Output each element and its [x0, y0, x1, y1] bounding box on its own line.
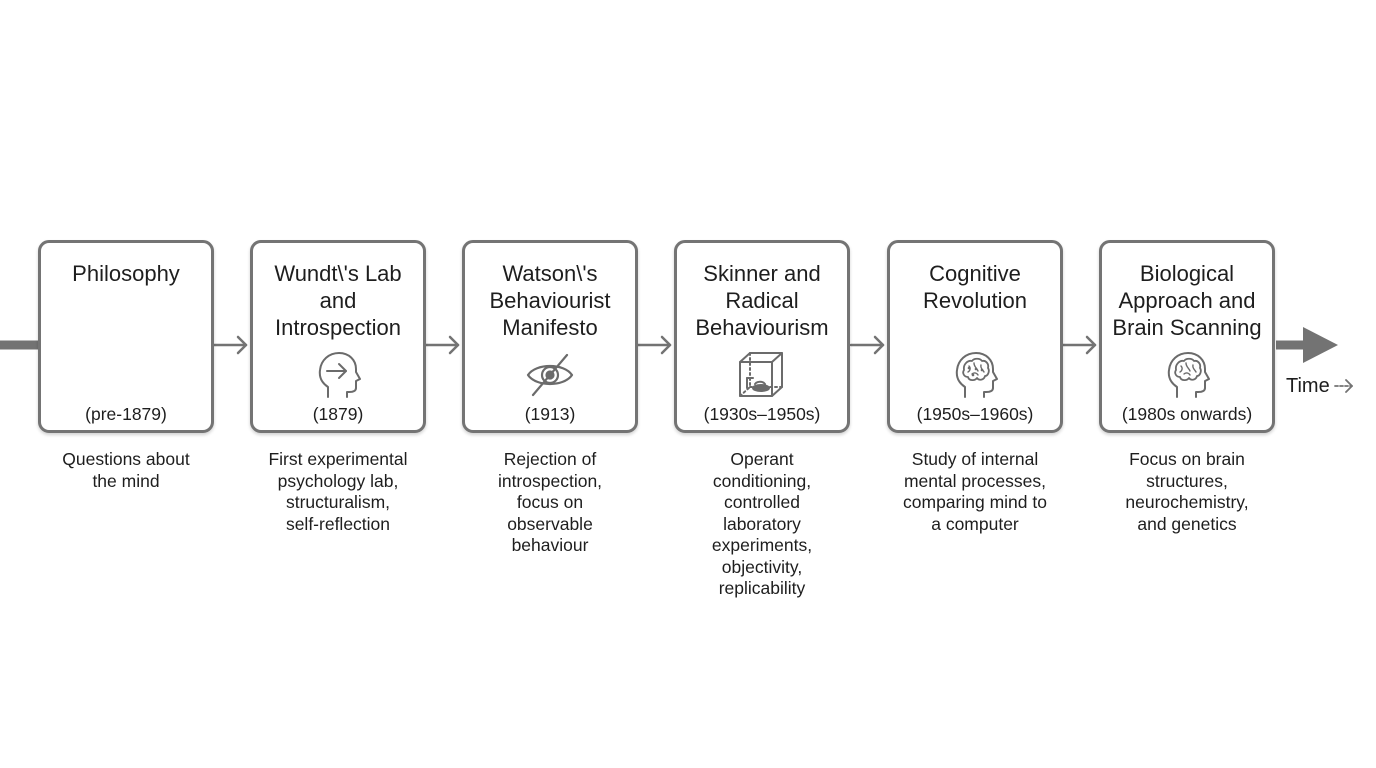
stage-title: Skinner and Radical Behaviourism	[677, 260, 847, 341]
stage-title-line: Behaviourist	[489, 288, 611, 313]
stage-title: Cognitive Revolution	[890, 260, 1060, 314]
brain-head-icon	[955, 352, 998, 398]
desc-line: replicability	[718, 578, 806, 598]
stage-date: (pre-1879)	[85, 404, 167, 424]
desc-line: experiments,	[711, 535, 813, 555]
stage-title-line: Revolution	[923, 288, 1027, 313]
stage-title-line: Radical	[725, 288, 799, 313]
desc-line: controlled	[724, 492, 800, 512]
desc-line: focus on	[516, 492, 584, 512]
timeline-end-arrow	[1276, 327, 1338, 363]
skinner-box-icon	[739, 352, 783, 397]
time-axis-label: Time	[1286, 374, 1355, 398]
desc-line: the mind	[92, 470, 160, 491]
connector-arrow-5-6	[1061, 335, 1097, 355]
stage-box-skinner: Skinner and Radical Behaviourism (1930s–…	[674, 240, 850, 433]
desc-line: introspection,	[497, 470, 603, 491]
stage-title-line: Approach and	[1118, 288, 1256, 313]
stage-description-skinner: Operant conditioning, controlled laborat…	[667, 449, 857, 600]
connector-arrow-2-3	[424, 335, 460, 355]
desc-line: neurochemistry,	[1125, 492, 1249, 512]
stage-date: (1950s–1960s)	[916, 404, 1034, 424]
stage-description-cognitive: Study of internal mental processes, comp…	[880, 449, 1070, 535]
stage-title-line: Biological	[1139, 261, 1235, 286]
stage-title-line: Behaviourism	[695, 315, 829, 340]
connector-arrow-3-4	[636, 335, 672, 355]
time-label-text: Time	[1286, 375, 1330, 397]
stage-title: Wundt\'s Lab and Introspection	[253, 260, 423, 341]
stage-title: Biological Approach and Brain Scanning	[1102, 260, 1272, 341]
head-arrow-icon	[318, 352, 361, 398]
crossed-eye-icon	[526, 353, 574, 397]
stage-title-line: Watson\'s	[502, 261, 598, 286]
stage-title-line: Brain Scanning	[1112, 315, 1262, 340]
desc-line: mental processes,	[903, 470, 1046, 491]
connector-arrow-1-2	[212, 335, 248, 355]
desc-line: Rejection of	[503, 449, 597, 469]
desc-line: comparing mind to	[903, 492, 1047, 512]
stage-box-biological: Biological Approach and Brain Scanning (…	[1099, 240, 1275, 433]
desc-line: a computer	[931, 513, 1019, 534]
stage-date: (1980s onwards)	[1121, 404, 1253, 424]
desc-line: structuralism,	[285, 492, 391, 512]
desc-line: Questions about	[62, 449, 190, 469]
connector-arrow-4-5	[849, 335, 885, 355]
desc-line: structures,	[1146, 470, 1228, 491]
stage-title-line: Skinner and	[703, 261, 821, 286]
stage-description-biological: Focus on brain structures, neurochemistr…	[1092, 449, 1282, 535]
desc-line: conditioning,	[712, 470, 812, 491]
desc-line: behaviour	[511, 535, 589, 555]
desc-line: First experimental	[268, 449, 408, 469]
desc-line: and genetics	[1137, 513, 1237, 534]
desc-line: objectivity,	[721, 556, 803, 577]
desc-line: Study of internal	[911, 449, 1039, 469]
stage-title-line: Cognitive	[929, 261, 1021, 286]
stage-description-wundt: First experimental psychology lab, struc…	[243, 449, 433, 535]
stage-title-line: Introspection	[275, 315, 401, 340]
stage-title-line: Wundt\'s Lab	[274, 261, 402, 286]
desc-line: psychology lab,	[277, 470, 399, 491]
desc-line: observable	[507, 513, 593, 534]
stage-title-line: Manifesto	[502, 315, 598, 340]
arrow-right-icon	[1333, 379, 1353, 393]
stage-description-philosophy: Questions about the mind	[31, 449, 221, 492]
stage-title-line: and	[319, 288, 357, 313]
desc-line: laboratory	[723, 513, 801, 534]
brain-head-icon	[1167, 352, 1210, 398]
stage-title: Watson\'s Behaviourist Manifesto	[465, 260, 635, 341]
stage-title: Philosophy	[41, 260, 211, 287]
stage-box-wundt: Wundt\'s Lab and Introspection (1879)	[250, 240, 426, 433]
stage-title-line: Philosophy	[72, 261, 180, 286]
stage-box-cognitive: Cognitive Revolution (1950s–1960s)	[887, 240, 1063, 433]
desc-line: self-reflection	[285, 513, 391, 534]
stage-box-philosophy: Philosophy (pre-1879)	[38, 240, 214, 433]
stage-date: (1930s–1950s)	[703, 404, 821, 424]
stage-date: (1879)	[312, 404, 364, 424]
stage-box-watson: Watson\'s Behaviourist Manifesto (1913)	[462, 240, 638, 433]
stage-description-watson: Rejection of introspection, focus on obs…	[455, 449, 645, 557]
stage-date: (1913)	[524, 404, 576, 424]
desc-line: Operant	[730, 449, 794, 469]
desc-line: Focus on brain	[1129, 449, 1245, 469]
